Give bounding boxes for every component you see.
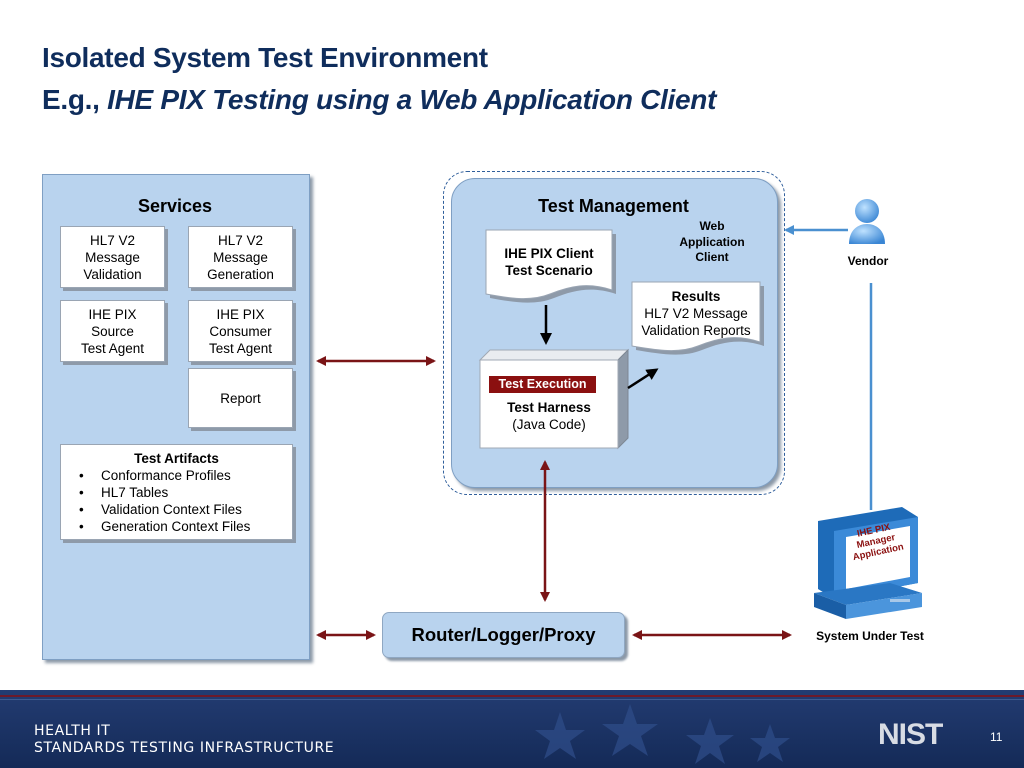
doc-line: IHE PIX Client xyxy=(504,246,594,261)
slide-title-line1: Isolated System Test Environment xyxy=(42,42,488,73)
scenario-document-shape xyxy=(485,229,616,303)
card-line: Consumer xyxy=(209,323,272,339)
test-artifacts-card: Test Artifacts Conformance Profiles HL7 … xyxy=(60,444,293,540)
title-italic: IHE PIX Testing using a Web Application … xyxy=(107,84,717,115)
card-line: HL7 V2 xyxy=(217,232,264,248)
doc-line: HL7 V2 Message xyxy=(644,306,748,321)
results-document: Results HL7 V2 Message Validation Report… xyxy=(632,288,760,339)
test-execution-tag: Test Execution xyxy=(489,376,596,393)
footer-rule xyxy=(0,699,1024,700)
footer-line: STANDARDS TESTING INFRASTRUCTURE xyxy=(34,740,335,756)
router-label: Router/Logger/Proxy xyxy=(411,624,596,645)
results-title: Results xyxy=(671,289,721,304)
test-harness-box-shape xyxy=(478,348,630,450)
harness-title: Test Harness xyxy=(507,400,591,415)
card-line: HL7 V2 xyxy=(89,232,136,248)
connectors-layer xyxy=(316,225,873,640)
card-line: Generation xyxy=(207,266,274,282)
test-management-header: Test Management xyxy=(538,196,689,216)
footer-rule xyxy=(0,695,1024,697)
test-harness-box: Test Harness (Java Code) xyxy=(480,399,618,433)
footer-line: HEALTH IT xyxy=(34,723,111,739)
card-line: Source xyxy=(91,323,134,339)
doc-line: Validation Reports xyxy=(641,323,751,338)
title-prefix: E.g., xyxy=(42,84,100,115)
label-line: Web xyxy=(699,219,725,233)
harness-results-arrow xyxy=(627,368,659,390)
services-header: Services xyxy=(137,196,213,216)
web-client-boundary xyxy=(443,171,785,495)
card-line: Test Agent xyxy=(80,340,145,356)
artifact-item: Conformance Profiles xyxy=(79,467,292,484)
router-logger-proxy-box: Router/Logger/Proxy xyxy=(382,612,625,658)
card-line: Message xyxy=(85,249,140,265)
footer-bar: HEALTH IT STANDARDS TESTING INFRASTRUCTU… xyxy=(0,690,1024,768)
vendor-label: Vendor xyxy=(847,254,889,268)
test-artifacts-title: Test Artifacts xyxy=(134,451,219,466)
computer-icon xyxy=(814,507,922,619)
slide-title-line2: E.g., IHE PIX Testing using a Web Applic… xyxy=(42,84,716,116)
sut-label: System Under Test xyxy=(816,629,924,643)
artifact-item: Validation Context Files xyxy=(79,501,292,518)
person-icon xyxy=(849,199,885,244)
artifact-item: HL7 Tables xyxy=(79,484,292,501)
card-line: Report xyxy=(220,390,261,406)
stars-decoration xyxy=(535,704,790,764)
artifact-item: Generation Context Files xyxy=(79,518,292,535)
scenario-document: IHE PIX Client Test Scenario xyxy=(486,245,612,279)
label-line: Application xyxy=(679,234,745,249)
card-line: Test Agent xyxy=(208,340,273,356)
service-card-hl7-generation: HL7 V2 Message Generation xyxy=(188,226,293,288)
card-line: Message xyxy=(213,249,268,265)
service-card-report: Report xyxy=(188,368,293,428)
doc-line: Test Scenario xyxy=(505,263,593,278)
card-line: Validation xyxy=(83,266,142,282)
service-card-hl7-validation: HL7 V2 Message Validation xyxy=(60,226,165,288)
results-document-shape xyxy=(631,281,764,355)
card-line: IHE PIX xyxy=(88,306,137,322)
label-line: Client xyxy=(695,250,729,264)
service-card-pix-consumer: IHE PIX Consumer Test Agent xyxy=(188,300,293,362)
web-application-client-label: Web Application Client xyxy=(668,219,756,266)
service-card-pix-source: IHE PIX Source Test Agent xyxy=(60,300,165,362)
nist-logo: NIST xyxy=(878,718,943,751)
page-number: 11 xyxy=(990,730,1003,744)
harness-subtitle: (Java Code) xyxy=(512,417,586,432)
card-line: IHE PIX xyxy=(216,306,265,322)
footer-caption: HEALTH IT STANDARDS TESTING INFRASTRUCTU… xyxy=(34,723,334,757)
